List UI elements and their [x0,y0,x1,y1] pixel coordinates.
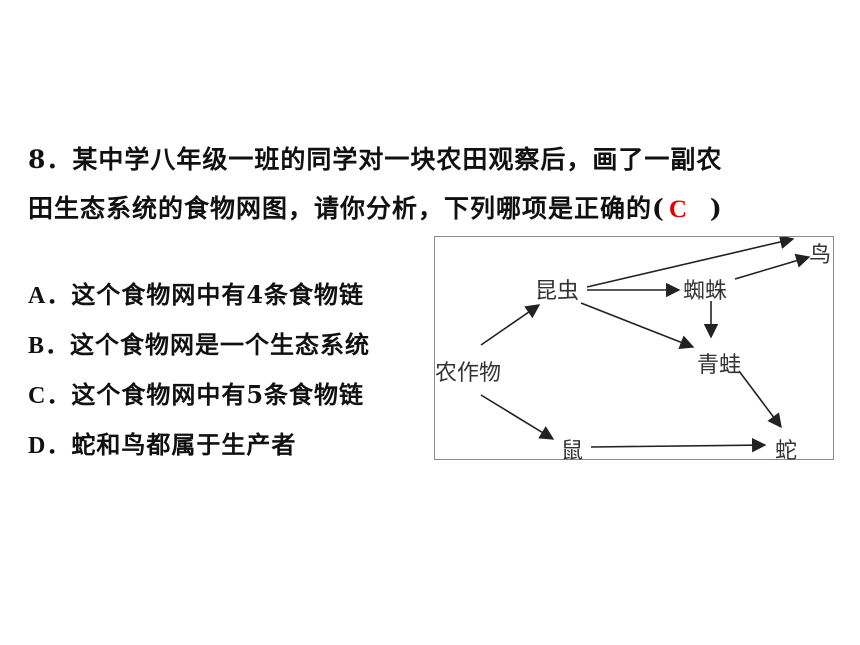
option-d-text: 蛇和鸟都属于生产者 [71,430,297,459]
arrow-insect-to-bird [586,237,795,288]
option-c-text: 这个食物网中有5条食物链 [71,380,365,409]
option-a-key: A． [28,283,72,309]
close-paren: ) [709,194,723,223]
arrow-crops-to-mouse [480,394,555,440]
arrow-crops-to-insect [480,304,541,346]
option-b: B．这个食物网是一个生态系统 [28,325,370,360]
food-web-diagram: 农作物 昆虫 蜘蛛 鸟 青蛙 鼠 蛇 [434,236,834,464]
option-b-key: B． [28,333,71,359]
answer-mark: C [668,196,688,223]
arrow-frog-to-snake [738,370,782,429]
node-spider: 蜘蛛 [683,279,728,304]
option-d: D．蛇和鸟都属于生产者 [28,425,296,460]
arrow-insect-to-frog [580,302,695,349]
question-line-2: 田生态系统的食物网图，请你分析，下列哪项是正确的(C) [28,189,723,225]
arrow-mouse-to-snake [590,437,767,453]
option-a-text: 这个食物网中有4条食物链 [71,280,365,309]
option-d-key: D． [28,433,72,459]
node-frog: 青蛙 [697,353,742,378]
question-line-1: 8．某中学八年级一班的同学对一块农田观察后，画了一副农 [28,140,722,176]
option-c-key: C． [28,383,72,409]
option-c: C．这个食物网中有5条食物链 [28,375,364,410]
arrow-spider-to-bird [734,253,811,280]
node-mouse: 鼠 [561,439,584,464]
option-a: A．这个食物网中有4条食物链 [28,275,364,310]
question-text-1: 8．某中学八年级一班的同学对一块农田观察后，画了一副农 [28,145,723,174]
question-text-2: 田生态系统的食物网图，请你分析，下列哪项是正确的( [28,194,665,223]
node-crops: 农作物 [435,361,502,386]
node-insect: 昆虫 [535,279,580,304]
node-bird: 鸟 [809,243,832,268]
option-b-text: 这个食物网是一个生态系统 [70,330,371,359]
node-snake: 蛇 [775,439,798,464]
food-web-arrows [480,237,811,453]
